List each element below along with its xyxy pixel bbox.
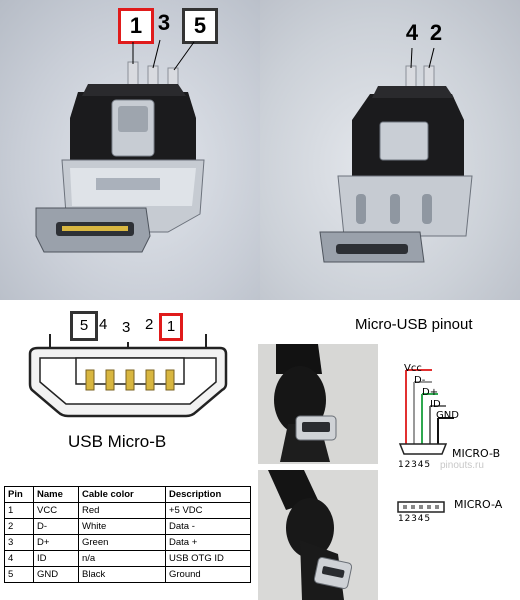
diagram-pin-5-number: 5 (79, 317, 89, 334)
connector-type-label: USB Micro-B (68, 432, 167, 451)
wire-label-id: ID (430, 399, 441, 410)
pin-1-callout: 1 (118, 8, 154, 44)
pin-2-callout: 2 (424, 18, 448, 48)
cable-photo-front (258, 344, 378, 464)
cell-name: D- (33, 518, 79, 535)
table-row: 2 D- White Data - (4, 518, 251, 535)
micro-b-pin-numbers: 1 2 3 4 5 (398, 460, 430, 470)
cell-name: ID (33, 550, 79, 567)
cell-pin: 5 (4, 566, 34, 583)
micro-b-label: MICRO-B (452, 447, 501, 460)
usb-micro-b-outline (28, 334, 228, 418)
pin-5-callout: 5 (182, 8, 218, 44)
connector-back-illustration (319, 65, 473, 263)
micro-a-pin-numbers: 1 2 3 4 5 (398, 514, 430, 524)
diagram-pin-2-label: 2 (145, 316, 154, 333)
diagram-pin-4-label: 4 (99, 316, 108, 333)
pin-4-callout-number: 4 (405, 20, 419, 45)
pinout-table: Pin Name Cable color Description 1 VCC R… (4, 486, 251, 583)
cell-name: GND (33, 566, 79, 583)
pin-5-callout-number: 5 (193, 13, 207, 38)
wire-label-dminus: D- (414, 375, 426, 386)
diagram-pin-1-number: 1 (166, 318, 176, 335)
pin-3-callout: 3 (152, 8, 176, 38)
cell-description: +5 VDC (165, 502, 251, 519)
table-row: 4 ID n/a USB OTG ID (4, 550, 251, 567)
diagram-pin-1-label: 1 (159, 313, 183, 341)
cell-name: VCC (33, 502, 79, 519)
photo-right-leader-lines (410, 47, 435, 69)
header-pin: Pin (4, 486, 34, 503)
micro-a-label: MICRO-A (454, 498, 503, 511)
pin-4-callout: 4 (400, 18, 424, 48)
header-cable-color: Cable color (78, 486, 166, 503)
table-header-row: Pin Name Cable color Description (4, 486, 251, 503)
pin-1-callout-number: 1 (129, 13, 143, 38)
cell-color: n/a (78, 550, 166, 567)
micro-a-outline (397, 501, 445, 513)
cell-description: USB OTG ID (165, 550, 251, 567)
photo-left-leader-lines (132, 39, 195, 71)
cable-plug-side-illustration (268, 470, 353, 600)
wire-label-vcc: Vcc (404, 363, 422, 374)
cell-color: Red (78, 502, 166, 519)
cell-pin: 4 (4, 550, 34, 567)
cell-description: Data + (165, 534, 251, 551)
cable-plug-front-illustration (274, 344, 337, 462)
cable-photo-side (258, 470, 378, 600)
connector-photo-back: 4 2 (260, 0, 520, 300)
diagram-pin-5-label: 5 (70, 311, 98, 341)
wiring-lines (398, 369, 454, 455)
table-row: 3 D+ Green Data + (4, 534, 251, 551)
cell-color: Green (78, 534, 166, 551)
diagram-title: Micro-USB pinout (355, 316, 473, 333)
cell-color: Black (78, 566, 166, 583)
cell-pin: 2 (4, 518, 34, 535)
wire-label-gnd: GND (436, 410, 459, 421)
wire-label-dplus: D+ (422, 387, 439, 398)
header-description: Description (165, 486, 251, 503)
cell-pin: 3 (4, 534, 34, 551)
diagram-pin-3-label: 3 (122, 319, 131, 336)
watermark: pinouts.ru (440, 460, 484, 471)
pin-3-callout-number: 3 (157, 10, 171, 35)
cell-name: D+ (33, 534, 79, 551)
cell-description: Data - (165, 518, 251, 535)
connector-photo-front: 1 3 5 (0, 0, 260, 300)
cell-pin: 1 (4, 502, 34, 519)
cell-description: Ground (165, 566, 251, 583)
connector-front-illustration (35, 61, 205, 253)
pin-2-callout-number: 2 (429, 20, 443, 45)
header-name: Name (33, 486, 79, 503)
table-row: 1 VCC Red +5 VDC (4, 502, 251, 519)
table-row: 5 GND Black Ground (4, 566, 251, 583)
cell-color: White (78, 518, 166, 535)
